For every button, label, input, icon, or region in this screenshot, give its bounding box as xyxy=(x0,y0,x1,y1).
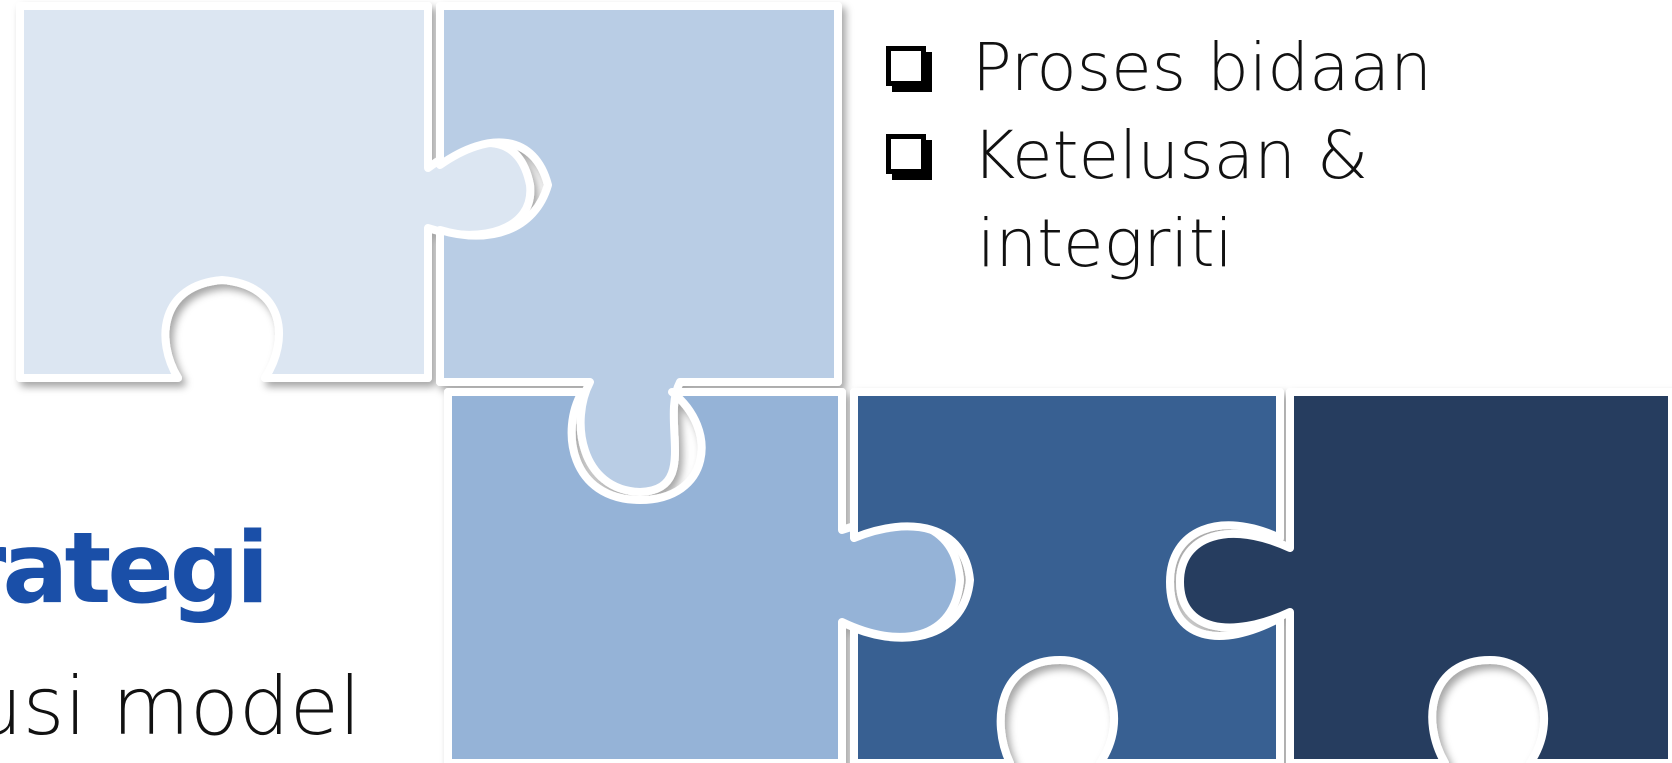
page-title: rategi xyxy=(0,512,270,626)
puzzle-piece-4 xyxy=(850,388,1284,763)
puzzle-piece-2 xyxy=(436,2,842,496)
bullet-text: Ketelusan & xyxy=(972,117,1369,194)
page-subtitle: usi model xyxy=(0,660,362,753)
puzzle-piece-1 xyxy=(16,2,535,382)
bullet-item-ketelusan: Ketelusan & xyxy=(880,112,1432,200)
bullet-item-proses-bidaan: Proses bidaan xyxy=(880,24,1432,112)
bullet-list: Proses bidaan Ketelusan & integriti xyxy=(880,24,1432,288)
bullet-text: Proses bidaan xyxy=(972,29,1432,106)
bullet-text-continuation: integriti xyxy=(977,205,1233,282)
checkbox-icon xyxy=(886,46,926,86)
checkbox-icon xyxy=(886,134,926,174)
